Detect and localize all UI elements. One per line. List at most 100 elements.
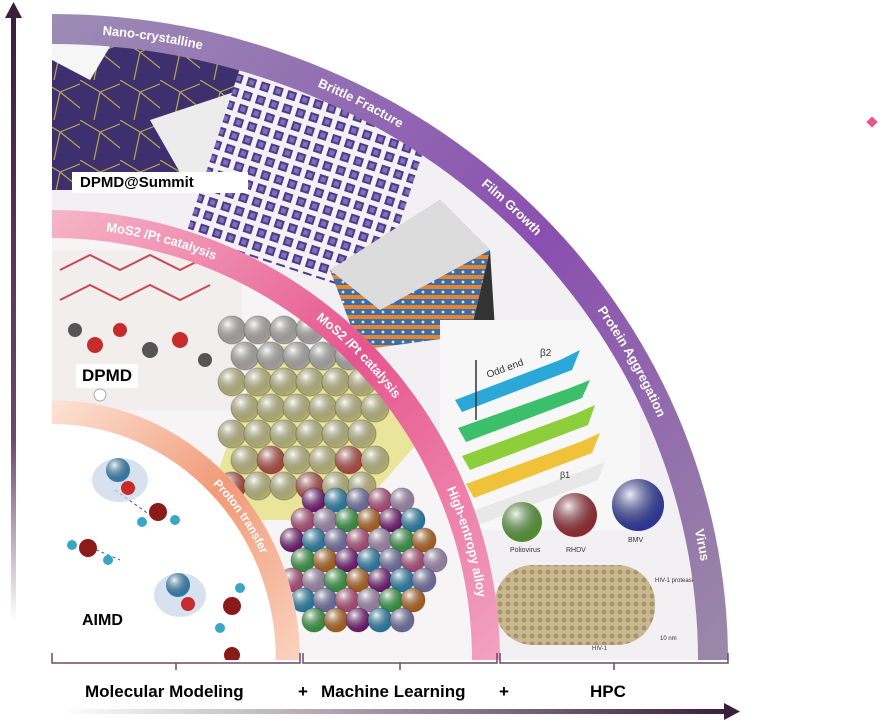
alloy-atom-shade — [324, 488, 348, 512]
label-aimd: AIMD — [76, 610, 129, 632]
alloy-atom-shade — [313, 548, 337, 572]
alloy-atom-shade — [368, 488, 392, 512]
pt-atom-shade — [335, 446, 363, 474]
alloy-atom-shade — [412, 528, 436, 552]
alloy-atom-shade — [390, 528, 414, 552]
pt-atom-shade — [244, 472, 272, 500]
pt-atom-shade — [309, 446, 337, 474]
alloy-atom-shade — [346, 528, 370, 552]
film-growth-image — [330, 200, 495, 350]
virus-image: Poliovirus RHDV BMV HIV-1 protease HIV-1… — [495, 479, 696, 652]
alloy-atom-shade — [335, 548, 359, 572]
pt-atom-shade — [244, 420, 272, 448]
alloy-atom-shade — [401, 588, 425, 612]
alloy-atom-shade — [291, 548, 315, 572]
alloy-atom-shade — [302, 608, 326, 632]
caption-scale: 10 nm — [660, 636, 677, 642]
axis-label-molecular-modeling: Molecular Modeling — [85, 682, 244, 701]
pt-atom-shade — [244, 316, 272, 344]
caption-rhdv: RHDV — [566, 547, 586, 554]
high-entropy-alloy-image — [279, 487, 448, 633]
alloy-atom-shade — [423, 548, 447, 572]
arc-label-virus: Virus — [692, 527, 713, 562]
pt-atom-shade — [335, 394, 363, 422]
alloy-atom-shade — [401, 508, 425, 532]
pt-atom-shade — [218, 368, 246, 396]
axis-plus-2: + — [499, 682, 509, 701]
pt-atom-shade — [231, 342, 259, 370]
alloy-atom-shade — [379, 588, 403, 612]
pt-atom-shade — [348, 420, 376, 448]
middle-arc-band — [52, 210, 500, 660]
decorative-diamond — [866, 116, 878, 128]
pt-atom-shade — [296, 420, 324, 448]
alloy-atom-shade — [368, 608, 392, 632]
pt-atom-shade — [257, 446, 285, 474]
alloy-atom-shade — [401, 548, 425, 572]
pt-atom-shade — [231, 394, 259, 422]
pt-atom-shade — [231, 446, 259, 474]
alloy-atom-shade — [313, 588, 337, 612]
alloy-atom-shade — [335, 588, 359, 612]
alloy-atom-shade — [280, 528, 304, 552]
pt-atom-shade — [270, 472, 298, 500]
alloy-atom-shade — [324, 528, 348, 552]
caption-bmv: BMV — [628, 537, 644, 544]
alloy-atom-shade — [357, 588, 381, 612]
alloy-atom-shade — [357, 508, 381, 532]
alloy-atom-shade — [346, 488, 370, 512]
svg-text:Virus: Virus — [692, 527, 713, 562]
caption-hiv: HIV-1 — [592, 646, 608, 652]
alloy-atom-shade — [379, 508, 403, 532]
pt-atom-shade — [361, 394, 389, 422]
pt-atom-shade — [257, 394, 285, 422]
category-brackets — [51, 653, 729, 670]
pt-atom-shade — [270, 316, 298, 344]
axis-label-machine-learning: Machine Learning — [321, 682, 466, 701]
alloy-atom-shade — [302, 488, 326, 512]
pt-atom-shade — [283, 446, 311, 474]
pt-atom-shade — [296, 368, 324, 396]
alloy-atom-shade — [302, 528, 326, 552]
label-dpmd: DPMD — [76, 364, 139, 388]
pt-atom-shade — [257, 342, 285, 370]
alloy-atom-shade — [313, 508, 337, 532]
pt-atom-shade — [270, 420, 298, 448]
pt-atom-shade — [244, 368, 272, 396]
alloy-atom-shade — [390, 488, 414, 512]
alloy-atom-shade — [291, 508, 315, 532]
caption-beta1: β1 — [560, 470, 570, 480]
axis-label-hpc: HPC — [590, 682, 626, 701]
alloy-atom-shade — [335, 508, 359, 532]
alloy-atom-shade — [324, 568, 348, 592]
caption-beta2: β2 — [540, 348, 552, 359]
alloy-atom-shade — [368, 568, 392, 592]
alloy-atom-shade — [390, 568, 414, 592]
pt-atom-shade — [361, 446, 389, 474]
pt-atom-shade — [283, 342, 311, 370]
inner-arc-band — [52, 400, 300, 660]
alloy-atom-shade — [357, 548, 381, 572]
alloy-atom-shade — [368, 528, 392, 552]
alloy-atom-shade — [390, 608, 414, 632]
pt-atom-shade — [270, 368, 298, 396]
pt-atom-shade — [283, 394, 311, 422]
pt-atom-shade — [309, 342, 337, 370]
pt-atom-shade — [322, 368, 350, 396]
x-axis — [60, 703, 740, 720]
protein-aggregation-image: Odd end β2 β1 — [440, 320, 640, 530]
axis-plus-1: + — [298, 682, 308, 701]
label-dpmd-summit: DPMD@Summit — [72, 172, 248, 193]
alloy-atom-shade — [302, 568, 326, 592]
caption-hiv-protease: HIV-1 protease — [655, 578, 696, 584]
caption-poliovirus: Poliovirus — [510, 547, 541, 554]
alloy-atom-shade — [412, 568, 436, 592]
alloy-atom-shade — [291, 588, 315, 612]
proton-transfer-image — [67, 458, 245, 660]
y-axis — [5, 2, 22, 622]
alloy-atom-shade — [324, 608, 348, 632]
pt-atom-shade — [218, 420, 246, 448]
alloy-atom-shade — [346, 608, 370, 632]
pt-atom-shade — [322, 420, 350, 448]
